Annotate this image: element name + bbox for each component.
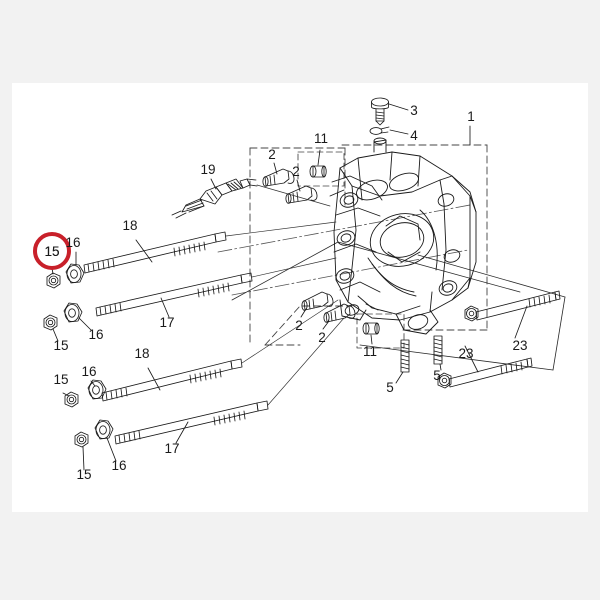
- callout-2d: 2: [318, 330, 326, 345]
- assembly-guide-lines: [225, 184, 345, 406]
- leader-18a: [135, 239, 153, 263]
- leader-11a: [317, 149, 321, 166]
- callout-5a: 5: [386, 380, 394, 395]
- callout-23a: 23: [458, 346, 473, 361]
- plug-cap-11a: [309, 165, 327, 178]
- stud-bolt-18b: [101, 358, 243, 402]
- dowel-pin-2c: [301, 291, 334, 311]
- leader-2a: [273, 162, 278, 175]
- nut-part-15b: [43, 314, 58, 331]
- callout-16a: 16: [65, 235, 80, 250]
- spring-dowel-5a: [400, 339, 410, 373]
- callout-15d: 15: [76, 467, 91, 482]
- center-line: [217, 204, 471, 296]
- grouping-boundary-main: [249, 147, 346, 346]
- callout-18a: 18: [122, 218, 137, 233]
- callout-18b: 18: [134, 346, 149, 361]
- leader-15d: [82, 446, 85, 471]
- grouping-boundary-lower: [264, 305, 353, 346]
- leader-15b: [52, 328, 59, 342]
- callout-16b: 16: [88, 327, 103, 342]
- clip-part-4: [369, 126, 390, 135]
- dowel-pin-2a: [262, 168, 295, 187]
- callout-15c: 15: [53, 372, 68, 387]
- flange-bolt-23a: [464, 290, 561, 322]
- leader-17a: [160, 297, 170, 318]
- callout-23b: 23: [512, 338, 527, 353]
- highlight-circle-15: [33, 232, 71, 270]
- leader-2b: [296, 179, 301, 192]
- leader-3: [388, 103, 409, 111]
- leader-23a: [514, 305, 528, 339]
- leader-16b: [78, 317, 92, 331]
- projection-plane: [231, 241, 566, 371]
- callout-labels: 19 18 18 17 17 15 15 15 15 16 16 16 16 2…: [44, 103, 527, 482]
- screw-part-3: [371, 97, 389, 126]
- leader-16d: [106, 437, 117, 462]
- leader-2d: [322, 320, 330, 330]
- leader-23b: [464, 345, 479, 373]
- callout-5b: 5: [433, 368, 441, 383]
- callout-16c: 16: [81, 364, 96, 379]
- plug-cap-11b: [362, 322, 380, 335]
- callout-16d: 16: [111, 458, 126, 473]
- leader-15c: [62, 392, 70, 397]
- washer-part-16c: [87, 379, 107, 400]
- callout-2c: 2: [295, 318, 303, 333]
- callout-2a: 2: [268, 147, 276, 162]
- nut-part-15a: [46, 272, 61, 289]
- stud-bolt-18a: [83, 231, 227, 274]
- spring-dowel-5b: [433, 335, 443, 365]
- washer-part-16a: [65, 263, 85, 284]
- highlight-number-15: 15: [44, 244, 59, 259]
- leader-5a: [395, 371, 404, 384]
- grouping-boundary-head: [341, 144, 488, 331]
- stud-bolt-17a: [95, 272, 253, 317]
- callout-2b: 2: [292, 164, 300, 179]
- leader-19: [210, 178, 217, 190]
- callout-15a: 15: [44, 244, 59, 259]
- stud-bolt-17b: [114, 400, 269, 445]
- washer-part-16b: [63, 302, 83, 323]
- flange-bolt-23b: [437, 357, 533, 389]
- callout-11b: 11: [363, 344, 377, 359]
- callout-11a: 11: [314, 131, 328, 146]
- callout-1: 1: [467, 109, 475, 124]
- dowel-pin-2d: [323, 303, 356, 323]
- grouping-boundary-11b: [356, 313, 405, 349]
- washer-part-16d: [94, 419, 114, 440]
- callout-4: 4: [410, 128, 418, 143]
- spark-plug-part-19: [171, 178, 258, 219]
- nut-part-15d: [74, 431, 89, 448]
- leader-16c: [90, 380, 96, 387]
- callout-19: 19: [200, 162, 215, 177]
- grouping-boundary-11a: [297, 151, 345, 187]
- nut-part-15c: [64, 391, 79, 408]
- leader-5b: [439, 363, 442, 371]
- callout-3: 3: [410, 103, 418, 118]
- callout-17a: 17: [159, 315, 174, 330]
- leader-17b: [175, 421, 189, 444]
- leader-4: [389, 129, 409, 135]
- cylinder-head-body: [329, 137, 477, 335]
- leader-18b: [147, 367, 161, 391]
- callout-17b: 17: [164, 441, 179, 456]
- dowel-pin-2b: [285, 185, 318, 204]
- leader-2c: [300, 308, 307, 318]
- callout-15b: 15: [53, 338, 68, 353]
- leader-11b: [370, 334, 373, 345]
